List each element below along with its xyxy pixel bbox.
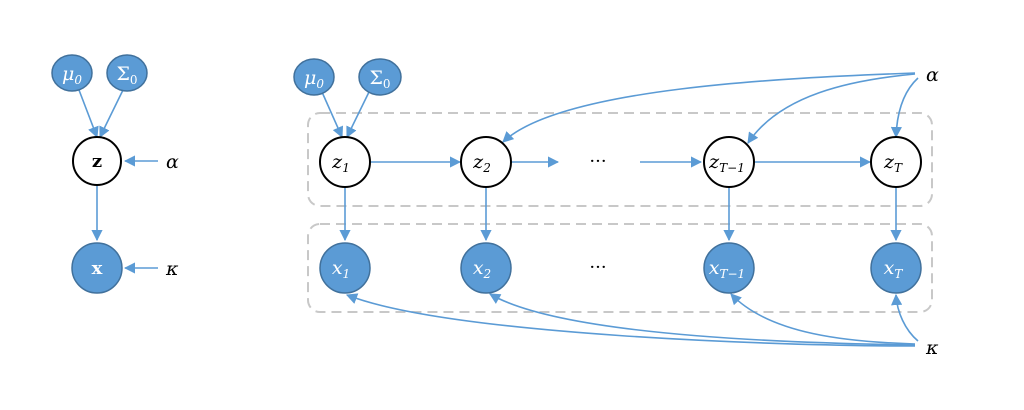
- edge-kappa-xT: [891, 293, 919, 342]
- node-sigma0: Σ0: [106, 54, 148, 92]
- node-mu0-right: μ0: [293, 58, 335, 96]
- right-model: μ0 Σ0 z1 z2 ··· zT−1 zT x1: [293, 58, 939, 359]
- node-zT-1: zT−1: [703, 136, 755, 188]
- edge-mu0-z1: [321, 91, 344, 139]
- node-z2: z2: [460, 136, 512, 188]
- node-mu0: μ0: [51, 54, 93, 92]
- node-sigma0-right: Σ0: [358, 58, 402, 96]
- kappa-label-right: κ: [925, 337, 939, 359]
- dots-top: ···: [589, 151, 606, 172]
- svg-text:z1: z1: [331, 151, 350, 175]
- edge-alpha-z2: [502, 72, 916, 143]
- latent-plate: [307, 112, 933, 207]
- node-xT-1: xT−1: [703, 242, 755, 294]
- node-z1: z1: [319, 136, 371, 188]
- node-z: z: [72, 136, 122, 186]
- edge-alpha-zT: [890, 77, 919, 139]
- left-model: μ0 Σ0 z x α κ: [51, 54, 179, 294]
- svg-text:μ0: μ0: [304, 67, 324, 91]
- observed-plate: [307, 223, 933, 313]
- svg-text:zT: zT: [883, 151, 903, 175]
- dots-bottom: ···: [589, 257, 606, 278]
- edge-alpha-zT1: [747, 73, 916, 144]
- node-zT: zT: [870, 136, 922, 188]
- svg-text:x2: x2: [473, 257, 491, 281]
- alpha-label-right: α: [926, 64, 939, 86]
- node-xT: xT: [870, 242, 922, 294]
- edge-sigma0-z: [99, 89, 124, 139]
- kappa-label: κ: [165, 258, 179, 280]
- svg-text:xT: xT: [884, 257, 904, 281]
- svg-text:Σ0: Σ0: [116, 63, 137, 87]
- edge-kappa-xT1: [730, 293, 916, 345]
- edge-sigma0-z1: [346, 91, 370, 139]
- svg-text:x: x: [92, 258, 103, 279]
- svg-text:z2: z2: [472, 151, 491, 175]
- alpha-label: α: [166, 151, 179, 173]
- svg-text:xT−1: xT−1: [709, 257, 745, 281]
- svg-text:μ0: μ0: [62, 63, 82, 87]
- edge-mu0-z: [78, 89, 99, 139]
- node-x2: x2: [460, 242, 512, 294]
- svg-text:Σ0: Σ0: [369, 67, 390, 91]
- edge-kappa-x1: [345, 293, 916, 347]
- svg-text:zT−1: zT−1: [708, 151, 745, 175]
- svg-text:x1: x1: [332, 257, 350, 281]
- edge-kappa-x2: [489, 293, 916, 346]
- node-x1: x1: [319, 242, 371, 294]
- node-x: x: [71, 242, 123, 294]
- svg-text:z: z: [92, 151, 102, 172]
